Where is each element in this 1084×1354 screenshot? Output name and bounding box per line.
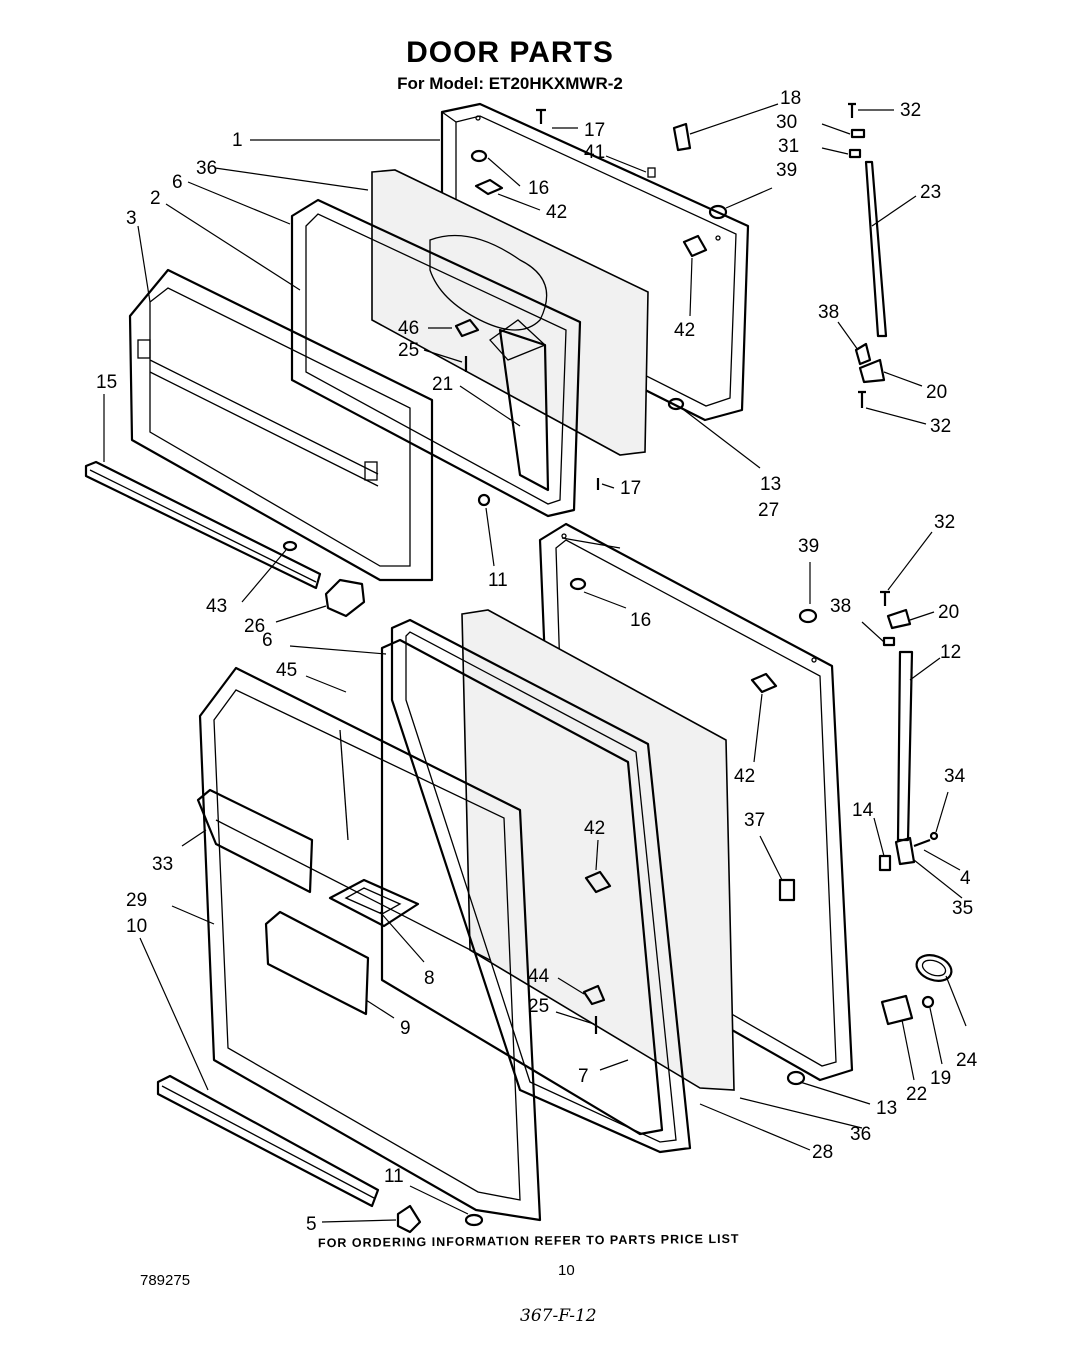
callout-19: 19 [930,1068,951,1089]
callout-15: 15 [96,372,117,393]
callout-38: 38 [818,302,839,323]
callout-11: 11 [488,570,508,591]
callout-35: 35 [952,898,973,919]
lower-small-parts [569,577,818,1086]
callout-34: 34 [944,766,966,787]
callout-24: 24 [956,1050,978,1071]
callout-17: 17 [584,120,605,141]
callout-20: 20 [926,382,947,403]
callout-28: 28 [812,1142,833,1163]
callout-13-lower: 13 [876,1098,897,1119]
callout-36: 36 [196,158,217,179]
callout-43: 43 [206,596,227,617]
fresh-food-screw [464,1213,484,1227]
callout-5: 5 [306,1214,317,1235]
callout-6: 6 [172,172,183,193]
callout-44: 44 [528,966,550,987]
page-number: 10 [558,1262,575,1279]
callout-7: 7 [578,1066,589,1087]
callout-45: 45 [276,660,297,681]
callout-16-lower: 16 [630,610,651,631]
callout-27: 27 [758,500,779,521]
freezer-latch [324,578,366,618]
callout-6-lower: 6 [262,630,273,651]
callout-18: 18 [780,88,801,109]
freezer-bottom-trim [84,460,322,590]
door-handle-parts [880,954,953,1026]
freezer-trim-screw [282,540,298,552]
callout-36-lower: 36 [850,1124,871,1145]
callout-42-lower: 42 [734,766,755,787]
callout-37: 37 [744,810,765,831]
butter-compartment [328,878,420,928]
fresh-food-door-liner [198,666,542,1222]
callout-46: 46 [398,318,419,339]
callout-2: 2 [150,188,161,209]
callout-33: 33 [152,854,173,875]
callout-22: 22 [906,1084,927,1105]
leader-lines [103,103,967,1223]
callout-42: 42 [546,202,567,223]
upper-small-parts [454,108,728,507]
callout-16: 16 [528,178,549,199]
freezer-shelf-support [489,319,550,492]
callout-31: 31 [778,136,799,157]
callout-12: 12 [940,642,961,663]
callout-9: 9 [400,1018,411,1039]
callout-29: 29 [126,890,147,911]
callout-11-lower: 11 [384,1166,404,1187]
callout-20-lower: 20 [938,602,959,623]
fresh-food-bottom-trim [156,1074,380,1208]
callout-39-lower: 39 [798,536,819,557]
callout-38-lower: 38 [830,596,851,617]
callout-3: 3 [126,208,137,229]
callout-32-hinge: 32 [934,512,955,533]
callout-41: 41 [584,142,605,163]
callout-1: 1 [232,130,243,151]
callout-21: 21 [432,374,453,395]
fresh-food-door-gasket [380,638,664,1136]
diagram-id: 789275 [140,1272,191,1289]
callout-32: 32 [900,100,921,121]
freezer-door-gasket [290,198,582,518]
callout-25-lower: 25 [528,996,549,1017]
callout-32-lower: 32 [930,416,951,437]
fresh-food-latch [396,1204,422,1234]
callout-42-upper-right: 42 [674,320,695,341]
model-subtitle: For Model: ET20HKXMWR-2 [397,74,623,93]
upper-hinge-assembly [848,102,888,408]
callout-4: 4 [960,868,971,889]
callout-39: 39 [776,160,797,181]
callout-26: 26 [244,616,265,637]
callout-42-inner: 42 [584,818,605,839]
callout-14: 14 [852,800,874,821]
callout-17-lower: 17 [620,478,641,499]
freezer-door-liner [128,268,434,582]
callout-8: 8 [424,968,435,989]
callout-25: 25 [398,340,419,361]
diagram-title: DOOR PARTS [406,36,614,69]
lower-hinge-assembly [878,590,939,872]
fresh-food-shelf-bin-lower [264,910,370,1016]
fresh-food-shelf-bin-upper [196,788,314,894]
callout-23: 23 [920,182,941,203]
callout-10: 10 [126,916,147,937]
callout-30: 30 [776,112,797,133]
callout-13: 13 [760,474,781,495]
callout-labels: 1 36 6 2 3 15 43 26 17 41 16 42 18 39 42… [96,88,978,1235]
freezer-door-foam-insulation [371,169,649,456]
handwritten-code: 367-F-12 [520,1306,597,1326]
